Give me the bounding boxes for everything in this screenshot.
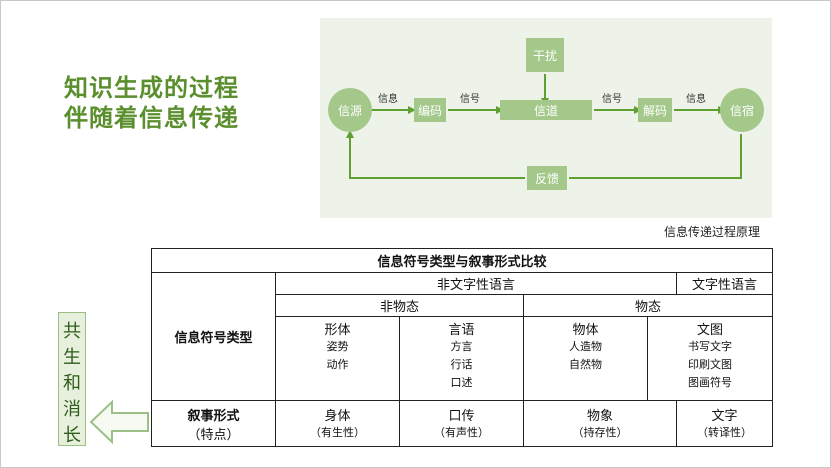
form-name: 身体 bbox=[324, 409, 351, 424]
coexistence-char: 共 bbox=[63, 321, 81, 342]
table-title: 信息符号类型与叙事形式比较 bbox=[150, 248, 774, 273]
feedback-node: 反馈 bbox=[527, 166, 567, 190]
flow-label-info-1: 信息 bbox=[378, 94, 398, 105]
type-name: 形体 bbox=[324, 323, 351, 338]
header-non-material: 非物态 bbox=[275, 294, 524, 317]
form-cell-oral: 口传 （有声性） bbox=[399, 400, 524, 447]
type-item: 方言 bbox=[450, 340, 473, 353]
coexistence-char: 长 bbox=[63, 425, 81, 446]
type-item: 姿势 bbox=[326, 340, 349, 353]
form-name: 物象 bbox=[586, 409, 613, 424]
form-feature: （转译性） bbox=[697, 426, 753, 439]
form-name: 口传 bbox=[448, 409, 475, 424]
type-item: 图画符号 bbox=[688, 376, 733, 389]
diagram-caption: 信息传递过程原理 bbox=[664, 225, 761, 239]
type-item: 印刷文图 bbox=[688, 358, 733, 371]
type-cell-body: 形体 姿势 动作 bbox=[275, 316, 400, 401]
row-label-narrative-form: 叙事形式 （特点） bbox=[151, 400, 276, 447]
coexistence-char: 和 bbox=[63, 373, 81, 394]
feature-label: （特点） bbox=[187, 427, 240, 443]
coexistence-char: 生 bbox=[63, 347, 81, 368]
type-name: 言语 bbox=[448, 323, 475, 338]
sink-node: 信宿 bbox=[720, 88, 764, 132]
information-transfer-diagram: 信源 编码 信道 解码 信宿 干扰 反馈 信息 信号 信号 信息 bbox=[320, 18, 772, 218]
decode-node: 解码 bbox=[638, 98, 672, 122]
form-feature: （有声性） bbox=[434, 426, 489, 439]
source-node: 信源 bbox=[328, 88, 372, 132]
form-name: 文字 bbox=[711, 409, 738, 424]
channel-node: 信道 bbox=[500, 100, 592, 120]
type-item: 自然物 bbox=[569, 358, 602, 371]
coexistence-char: 消 bbox=[63, 399, 81, 420]
form-feature: （有生性） bbox=[310, 426, 365, 439]
flow-label-signal-1: 信号 bbox=[460, 94, 480, 105]
type-cell-speech: 言语 方言 行话 口述 bbox=[399, 316, 524, 401]
form-cell-image: 物象 （持存性） bbox=[523, 400, 677, 447]
type-item: 口述 bbox=[450, 376, 473, 389]
header-text-language: 文字性语言 bbox=[675, 272, 774, 295]
coexistence-label: 共 生 和 消 长 bbox=[58, 312, 86, 446]
form-cell-body: 身体 （有生性） bbox=[275, 400, 400, 447]
headline-line-1: 知识生成的过程 bbox=[64, 74, 239, 102]
row-label-symbol-type: 信息符号类型 bbox=[151, 272, 276, 401]
flow-label-signal-2: 信号 bbox=[602, 94, 622, 105]
left-arrow-icon bbox=[90, 400, 149, 444]
flow-label-info-2: 信息 bbox=[686, 94, 706, 105]
type-cell-object: 物体 人造物 自然物 bbox=[523, 316, 648, 401]
form-cell-writing: 文字 （转译性） bbox=[675, 400, 774, 447]
noise-node: 干扰 bbox=[526, 38, 564, 72]
type-item: 动作 bbox=[326, 358, 349, 371]
comparison-table: 信息符号类型与叙事形式比较 信息符号类型 非文字性语言 文字性语言 非物态 物态… bbox=[150, 248, 774, 447]
header-material: 物态 bbox=[522, 294, 774, 317]
form-feature: （持存性） bbox=[572, 426, 628, 439]
type-name: 文图 bbox=[697, 323, 724, 338]
type-name: 物体 bbox=[572, 323, 599, 338]
type-item: 书写文字 bbox=[688, 340, 733, 353]
type-item: 人造物 bbox=[569, 340, 602, 353]
header-non-text-language: 非文字性语言 bbox=[275, 272, 677, 295]
narrative-label: 叙事形式 bbox=[187, 408, 240, 424]
type-cell-text-image: 文图 书写文字 印刷文图 图画符号 bbox=[646, 316, 774, 401]
headline-line-2: 伴随着信息传递 bbox=[64, 104, 239, 132]
encode-node: 编码 bbox=[414, 98, 446, 122]
type-item: 行话 bbox=[450, 358, 473, 371]
